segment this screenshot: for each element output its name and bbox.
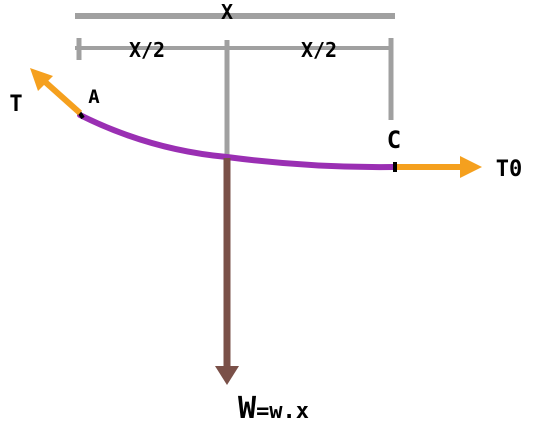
- cable-curve: [77, 112, 396, 171]
- label-tension-t: T: [9, 92, 22, 117]
- weight-arrow: [215, 158, 239, 385]
- label-weight-symbol: W: [238, 391, 257, 426]
- label-x-half-right: X/2: [301, 38, 337, 62]
- tension-t-arrow: [30, 68, 82, 116]
- tension-t0-arrow: [397, 156, 482, 178]
- label-weight: W=w.x: [238, 391, 309, 426]
- label-x-half-left: X/2: [129, 38, 165, 62]
- label-point-a: A: [88, 86, 100, 108]
- label-weight-expr: =w.x: [256, 399, 309, 424]
- label-x-total: X: [221, 0, 233, 24]
- label-tension-t0: T0: [496, 157, 523, 182]
- dimension-lines: [75, 13, 395, 158]
- label-point-c: C: [387, 126, 401, 154]
